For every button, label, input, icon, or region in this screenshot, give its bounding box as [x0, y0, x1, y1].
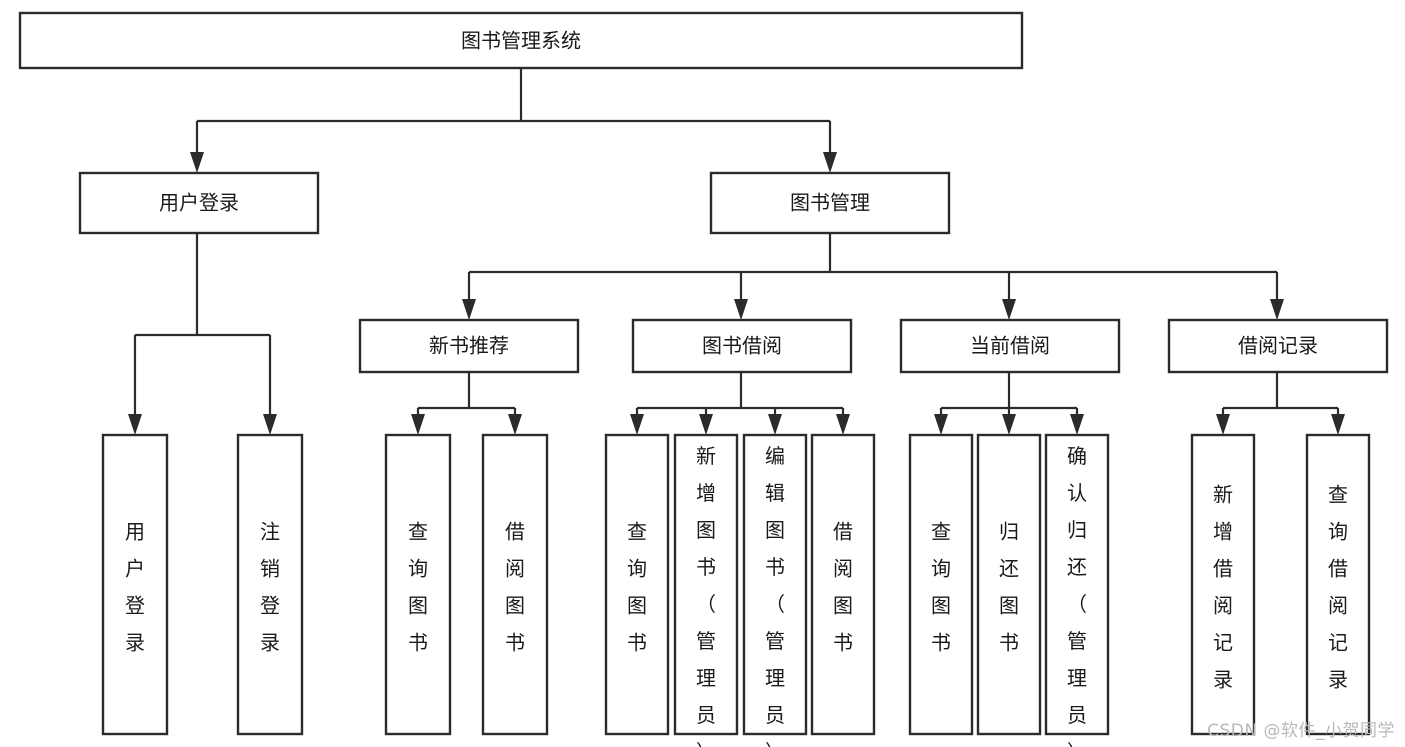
arrowhead-newbook — [462, 299, 476, 320]
arrowhead-leaf-currentborrow-3 — [1070, 414, 1084, 435]
leaf-currentborrow-return-label: 归还图书 — [999, 520, 1019, 655]
leaf-newbook-borrow-label: 借阅图书 — [505, 520, 525, 655]
node-current-borrow[interactable]: 当前借阅 — [899, 318, 1121, 374]
leaf-logout-box — [236, 433, 304, 736]
leaf-bookborrow-borrow-box — [810, 433, 876, 736]
node-borrow-record[interactable]: 借阅记录 — [1167, 318, 1389, 374]
node-current-borrow-label: 当前借阅 — [970, 334, 1050, 358]
leaf-bookborrow-edit-label: 编辑图书（管理员） — [765, 444, 785, 747]
arrowhead-leaf-bookborrow-2 — [699, 414, 713, 435]
leaf-bookborrow-query-box — [604, 433, 670, 736]
leaf-newbook-borrow-box — [481, 433, 549, 736]
node-book-management-label: 图书管理 — [790, 191, 870, 215]
leaf-borrowrecord-query-box — [1305, 433, 1371, 736]
node-new-book-recommend[interactable]: 新书推荐 — [358, 318, 580, 374]
connector-group-borrowrecord — [1216, 372, 1345, 435]
leaf-node[interactable]: 新增借阅记录 — [1190, 433, 1256, 736]
arrowhead-leaf-newbook-2 — [508, 414, 522, 435]
node-book-management[interactable]: 图书管理 — [709, 171, 951, 235]
arrowhead-leaf-borrowrecord-2 — [1331, 414, 1345, 435]
arrowhead-leaf-user-2 — [263, 414, 277, 435]
arrowhead-borrowrecord — [1270, 299, 1284, 320]
node-borrow-record-label: 借阅记录 — [1238, 334, 1318, 358]
leaf-node[interactable]: 新增图书（管理员） — [673, 433, 739, 747]
node-user-login[interactable]: 用户登录 — [78, 171, 320, 235]
node-book-borrow-box — [631, 318, 853, 374]
leaf-node[interactable]: 归还图书 — [976, 433, 1042, 736]
node-root-system[interactable]: 图书管理系统 — [18, 11, 1024, 70]
leaf-bookborrow-query-label: 查询图书 — [627, 520, 647, 655]
node-new-book-recommend-box — [358, 318, 580, 374]
node-book-borrow[interactable]: 图书借阅 — [631, 318, 853, 374]
leaf-newbook-query-label: 查询图书 — [408, 520, 428, 655]
leaf-currentborrow-query-label: 查询图书 — [931, 520, 951, 655]
leaf-node[interactable]: 编辑图书（管理员） — [742, 433, 808, 747]
leaf-node[interactable]: 查询图书 — [384, 433, 452, 736]
node-borrow-record-box — [1167, 318, 1389, 374]
leaf-borrowrecord-add-label: 新增借阅记录 — [1213, 483, 1233, 692]
leaf-node[interactable]: 查询借阅记录 — [1305, 433, 1371, 736]
arrowhead-bookborrow — [734, 299, 748, 320]
leaf-bookborrow-add-box — [673, 433, 739, 736]
leaf-newbook-query-box — [384, 433, 452, 736]
leaf-currentborrow-return-box — [976, 433, 1042, 736]
node-user-login-label: 用户登录 — [159, 191, 239, 215]
leaf-currentborrow-confirm-label: 确认归还（管理员） — [1067, 444, 1087, 747]
leaf-user-login-box — [101, 433, 169, 736]
node-user-login-box — [78, 171, 320, 235]
leaf-borrowrecord-query-label: 查询借阅记录 — [1328, 483, 1348, 692]
leaf-node[interactable]: 借阅图书 — [481, 433, 549, 736]
connector-group-userlogin — [128, 233, 277, 435]
connector-group-bookmgmt — [462, 233, 1284, 320]
arrowhead-userlogin — [190, 152, 204, 173]
arrowhead-leaf-user-1 — [128, 414, 142, 435]
node-book-borrow-label: 图书借阅 — [702, 334, 782, 358]
connector-group-bookborrow — [630, 372, 850, 435]
leaf-bookborrow-borrow-label: 借阅图书 — [833, 520, 853, 655]
node-root-box — [18, 11, 1024, 70]
arrowhead-bookmgmt — [823, 152, 837, 173]
arrowhead-currentborrow — [1002, 299, 1016, 320]
csdn-watermark: CSDN @软件_小贺同学 — [1207, 721, 1395, 741]
connector-group-root — [190, 68, 837, 173]
node-current-borrow-box — [899, 318, 1121, 374]
arrowhead-leaf-currentborrow-2 — [1002, 414, 1016, 435]
arrowhead-leaf-bookborrow-1 — [630, 414, 644, 435]
leaf-borrowrecord-add-box — [1190, 433, 1256, 736]
leaf-node[interactable]: 注销登录 — [236, 433, 304, 736]
leaf-bookborrow-add-label: 新增图书（管理员） — [696, 444, 716, 747]
leaf-node[interactable]: 借阅图书 — [810, 433, 876, 736]
leaf-node[interactable]: 用户登录 — [101, 433, 169, 736]
leaf-bookborrow-edit-box — [742, 433, 808, 736]
connector-group-newbook — [411, 372, 522, 435]
node-book-management-box — [709, 171, 951, 235]
leaf-currentborrow-query-box — [908, 433, 974, 736]
leaf-user-login-label: 用户登录 — [125, 520, 145, 655]
arrowhead-leaf-borrowrecord-1 — [1216, 414, 1230, 435]
leaf-node[interactable]: 确认归还（管理员） — [1044, 433, 1110, 747]
leaf-logout-label: 注销登录 — [260, 520, 280, 655]
arrowhead-leaf-bookborrow-3 — [768, 414, 782, 435]
arrowhead-leaf-newbook-1 — [411, 414, 425, 435]
leaf-node[interactable]: 查询图书 — [908, 433, 974, 736]
leaf-currentborrow-confirm-box — [1044, 433, 1110, 736]
arrowhead-leaf-currentborrow-1 — [934, 414, 948, 435]
node-root-label: 图书管理系统 — [461, 29, 581, 53]
connector-group-currentborrow — [934, 372, 1084, 435]
leaf-node[interactable]: 查询图书 — [604, 433, 670, 736]
arrowhead-leaf-bookborrow-4 — [836, 414, 850, 435]
node-new-book-recommend-label: 新书推荐 — [429, 334, 509, 358]
